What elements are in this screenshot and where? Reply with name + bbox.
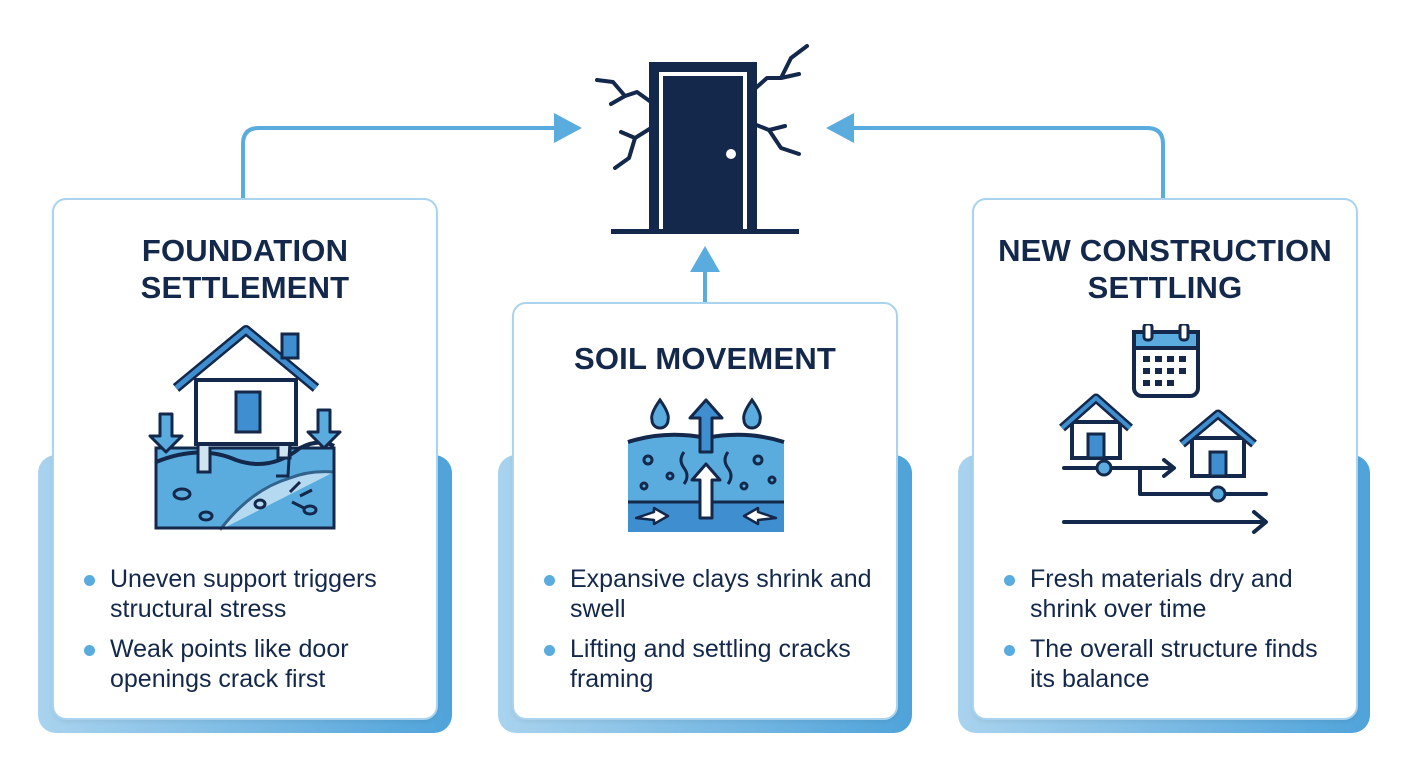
bullet-list: Fresh materials dry and shrink over time… — [1002, 564, 1342, 704]
arrowhead-right — [826, 113, 854, 143]
bullet-list: Uneven support triggers structural stres… — [82, 564, 422, 704]
card-new-construction-settling: NEW CONSTRUCTION SETTLING — [972, 198, 1358, 720]
bullet-item: Weak points like door openings crack fir… — [82, 634, 422, 694]
bullet-item: Fresh materials dry and shrink over time — [1002, 564, 1342, 624]
card-title: NEW CONSTRUCTION SETTLING — [998, 233, 1332, 305]
bullet-item: The overall structure finds its balance — [1002, 634, 1342, 694]
cracked-door-icon — [585, 30, 825, 245]
arrowhead-center — [690, 246, 720, 272]
house-foundation-settlement-icon — [140, 322, 350, 537]
card-title: FOUNDATION SETTLEMENT — [140, 233, 350, 305]
card-title: SOIL MOVEMENT — [573, 341, 837, 376]
arrowhead-left — [554, 113, 582, 143]
soil-movement-icon — [616, 390, 796, 540]
card-foundation-settlement: FOUNDATION SETTLEMENT — [52, 198, 438, 720]
bullet-list: Expansive clays shrink and swell Lifting… — [542, 564, 882, 704]
card-soil-movement: SOIL MOVEMENT — [512, 302, 898, 720]
bullet-item: Lifting and settling cracks framing — [542, 634, 882, 694]
connector-left-arrow — [241, 126, 562, 200]
bullet-item: Expansive clays shrink and swell — [542, 564, 882, 624]
bullet-item: Uneven support triggers structural stres… — [82, 564, 422, 624]
connector-right-arrow — [846, 126, 1165, 200]
calendar-houses-timeline-icon — [1054, 322, 1284, 538]
